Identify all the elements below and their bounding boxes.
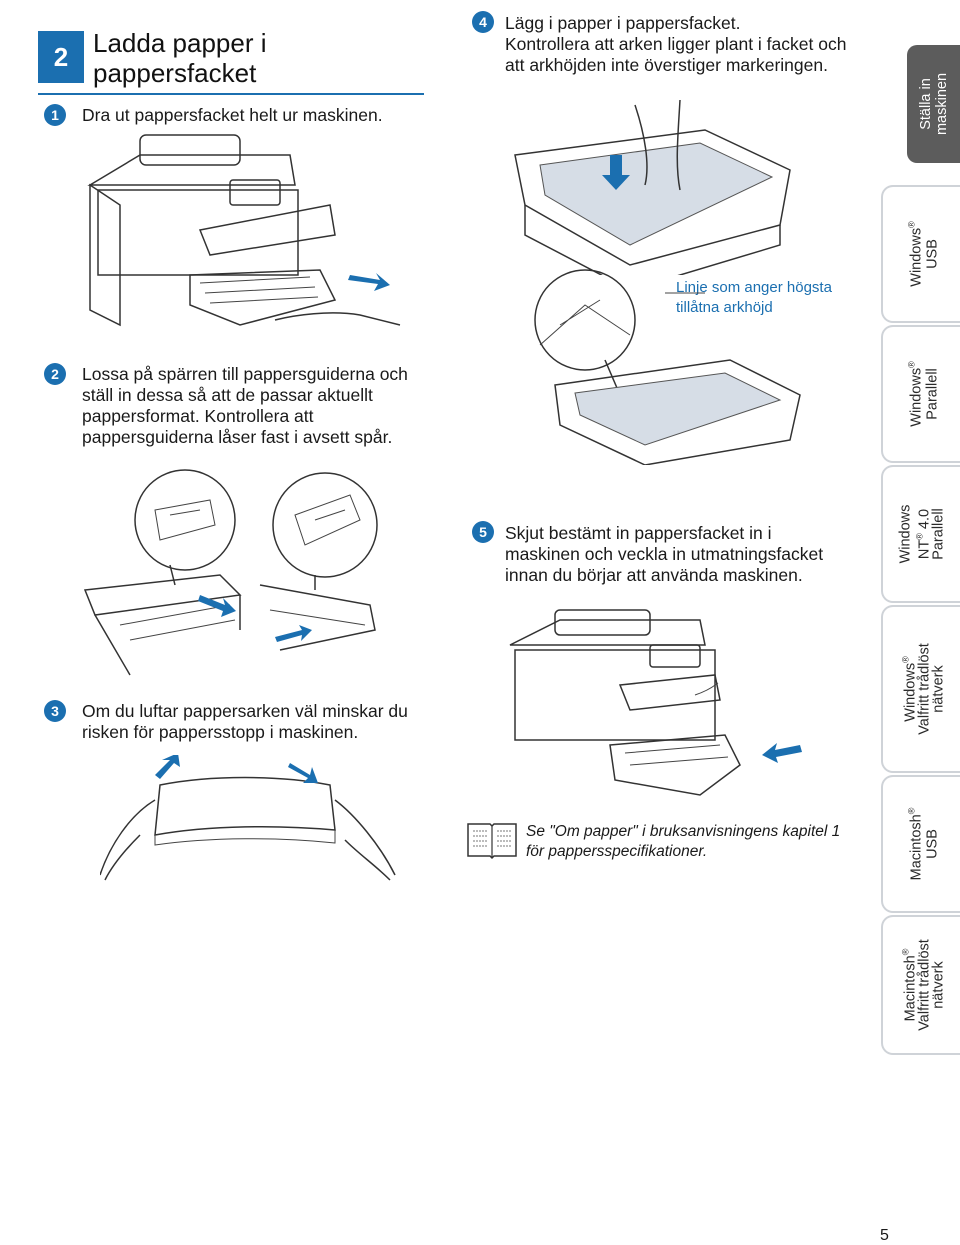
section-number: 2 [38, 31, 84, 83]
manual-book-icon [467, 823, 517, 860]
step-2-line-1: Lossa på spärren till pappersguiderna oc… [82, 364, 408, 384]
side-tab-macintosh-usb[interactable]: Macintosh® USB [881, 775, 960, 913]
callout-line-2: tillåtna arkhöjd [676, 299, 773, 316]
section-title: Ladda papper i pappersfacket [93, 28, 393, 88]
step-4-line-1: Lägg i papper i pappersfacket. [505, 13, 741, 33]
fan-paper-illustration [100, 755, 396, 881]
tab-label: Windows [897, 504, 914, 564]
registered-mark: ® [914, 533, 925, 540]
callout-line-1: Linje som anger högsta [676, 279, 832, 296]
step-4-text: Lägg i papper i pappersfacket. Kontrolle… [505, 13, 846, 76]
load-paper-illustration [514, 99, 791, 275]
step-4-line-2: Kontrollera att arken ligger plant i fac… [505, 34, 847, 54]
tab-label: nätverk [929, 961, 946, 1009]
step-3-line-1: Om du luftar pappersarken väl minskar du [82, 701, 408, 721]
tab-label: Valfritt trådlöst [915, 643, 932, 735]
side-tab-macintosh-wireless[interactable]: Macintosh® Valfritt trådlöst nätverk [881, 915, 960, 1055]
tab-label: Windows [907, 367, 924, 427]
section-title-line-1: Ladda papper i [93, 28, 267, 58]
machine-tray-out-illustration [87, 134, 401, 327]
step-5-line-1: Skjut bestämt in pappersfacket in i [505, 523, 772, 543]
note-line-1: Se "Om papper" i bruksanvisningens kapit… [526, 823, 841, 840]
step-1-marker: 1 [44, 104, 66, 126]
max-height-callout: Linje som anger högsta tillåtna arkhöjd [676, 278, 832, 318]
side-tab-windows-wireless[interactable]: Windows® Valfritt trådlöst nätverk [881, 605, 960, 773]
tab-label: Macintosh [901, 955, 918, 1022]
paper-guides-illustration [83, 469, 378, 676]
step-3-marker: 3 [44, 700, 66, 722]
note-text: Se "Om papper" i bruksanvisningens kapit… [526, 822, 840, 862]
tab-label: maskinen [933, 72, 950, 136]
side-tab-windows-parallel[interactable]: Windows® Parallell [881, 325, 960, 463]
registered-mark: ® [900, 948, 911, 956]
tab-label: nätverk [929, 665, 946, 713]
registered-mark: ® [906, 221, 917, 228]
side-tab-windows-usb[interactable]: Windows® USB [881, 185, 960, 323]
tab-label: NT [915, 539, 932, 560]
step-5-line-2: maskinen och veckla in utmatningsfacket [505, 544, 824, 564]
push-tray-in-illustration [509, 609, 802, 796]
step-2-marker: 2 [44, 363, 66, 385]
tab-label: 4.0 [915, 508, 932, 534]
step-5-line-3: innan du börjar att använda maskinen. [505, 565, 803, 585]
page-number: 5 [880, 1227, 889, 1244]
side-tab-setup-machine[interactable]: Ställa in maskinen [907, 45, 960, 163]
tab-label: Parallell [929, 508, 946, 560]
tab-label: Macintosh [907, 814, 924, 881]
tab-label: USB [923, 239, 940, 269]
tab-label: Ställa in [917, 78, 934, 130]
tab-label: Windows [907, 227, 924, 287]
step-2-line-4: pappersguiderna låser fast i avsett spår… [82, 427, 393, 447]
step-4-line-3: att arkhöjden inte överstiger markeringe… [505, 55, 828, 75]
step-2-text: Lossa på spärren till pappersguiderna oc… [82, 364, 408, 448]
tab-label: USB [923, 829, 940, 859]
side-tab-windows-nt-parallel[interactable]: Windows NT® 4.0 Parallell [881, 465, 960, 603]
step-5-marker: 5 [472, 521, 494, 543]
step-4-marker: 4 [472, 11, 494, 33]
section-title-line-2: pappersfacket [93, 58, 257, 88]
max-height-mark-illustration [534, 269, 801, 465]
step-3-text: Om du luftar pappersarken väl minskar du… [82, 701, 408, 743]
tab-label: Parallell [923, 368, 940, 420]
step-5-text: Skjut bestämt in pappersfacket in i mask… [505, 523, 823, 586]
registered-mark: ® [900, 656, 911, 663]
note-line-2: för pappersspecifikationer. [526, 843, 708, 860]
section-rule [38, 93, 424, 95]
tab-label: Windows [901, 662, 918, 722]
tab-label: Valfritt trådlöst [915, 939, 932, 1031]
registered-mark: ® [906, 807, 917, 815]
registered-mark: ® [906, 361, 917, 368]
step-2-line-3: pappersformat. Kontrollera att [82, 406, 314, 426]
step-2-line-2: ställ in dessa så att de passar aktuellt [82, 385, 373, 405]
step-1-text: Dra ut pappersfacket helt ur maskinen. [82, 105, 383, 125]
step-3-line-2: risken för pappersstopp i maskinen. [82, 722, 359, 742]
